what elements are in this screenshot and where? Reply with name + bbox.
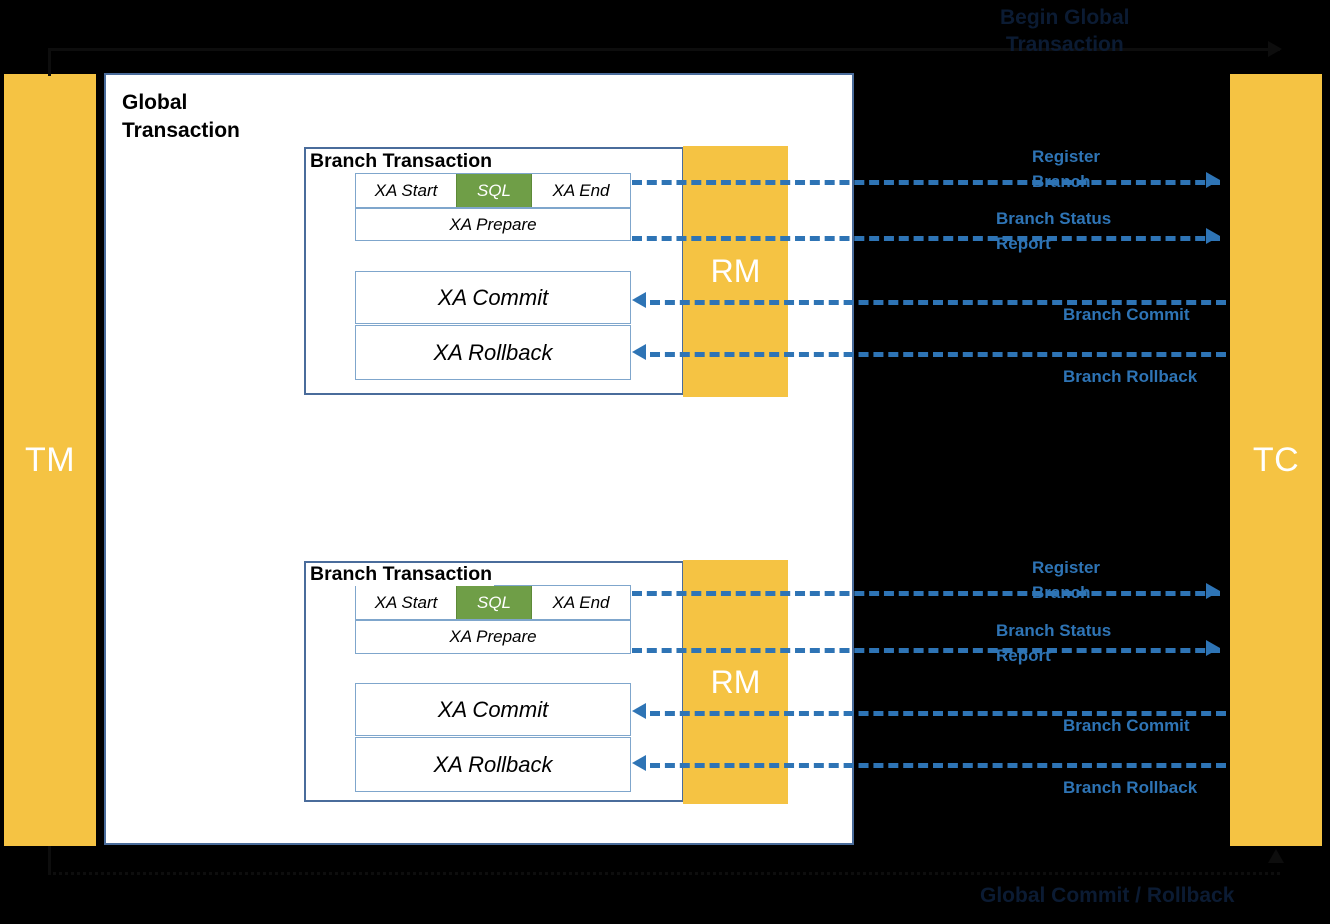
branch-2-xa-ops-row: XA Start SQL XA End [355,585,631,620]
branch-1-xa-prepare: XA Prepare [355,208,631,241]
message-arrow-branch-commit-1 [632,292,646,308]
branch-1-xa-ops-row: XA Start SQL XA End [355,173,631,208]
branch-2-xa-rollback: XA Rollback [355,737,631,792]
global-end-line [48,872,1280,875]
message-label-branch-commit-1: Branch Commit [1063,305,1190,324]
branch-1-xa-end: XA End [532,174,630,207]
global-end-arrowhead [1268,849,1284,863]
branch-2-xa-commit: XA Commit [355,683,631,736]
branch-1-xa-commit: XA Commit [355,271,631,324]
message-label-branch-commit-2: Branch Commit [1063,716,1190,735]
participant-tc: TC [1230,74,1322,846]
message-arrow-branch-rollback-1 [632,344,646,360]
branch-2-xa-end: XA End [532,586,630,619]
message-arrow-branch-status-report-2 [1206,640,1220,656]
message-line-branch-rollback-1 [650,352,1226,357]
message-label-register-branch-1: Register Branch [1032,147,1101,191]
participant-tm: TM [4,74,96,846]
message-label-branch-rollback-1: Branch Rollback [1063,367,1198,386]
message-line-branch-commit-1 [650,300,1226,305]
resource-manager-2-label: RM [710,663,761,700]
message-label-branch-status-report-2: Branch Status Report [996,621,1112,665]
global-begin-line [48,48,1280,51]
global-end-label: Global Commit / Rollback [980,884,1235,907]
participant-tc-label: TC [1252,440,1300,479]
message-line-register-branch-1 [632,180,1220,185]
tm-bottom-connector [48,846,51,874]
branch-1-xa-rollback: XA Rollback [355,325,631,380]
message-label-branch-rollback-2: Branch Rollback [1063,778,1198,797]
branch-1-xa-start: XA Start [356,174,456,207]
message-line-branch-status-report-2 [632,648,1220,653]
message-arrow-register-branch-2 [1206,583,1220,599]
global-begin-label: Begin Global Transaction [1000,6,1130,57]
message-line-branch-commit-2 [650,711,1226,716]
message-arrow-branch-rollback-2 [632,755,646,771]
message-label-branch-status-report-1: Branch Status Report [996,209,1112,253]
message-label-register-branch-2: Register Branch [1032,558,1101,602]
global-transaction-label: Global Transaction [122,91,240,143]
message-arrow-register-branch-1 [1206,172,1220,188]
global-begin-arrowhead [1268,41,1282,57]
message-arrow-branch-status-report-1 [1206,228,1220,244]
message-line-branch-rollback-2 [650,763,1226,768]
branch-transaction-2-title: Branch Transaction [308,563,495,586]
participant-tm-label: TM [24,440,76,479]
branch-2-xa-start: XA Start [356,586,456,619]
branch-1-sql: SQL [456,174,532,207]
branch-2-sql: SQL [456,586,532,619]
message-arrow-branch-commit-2 [632,703,646,719]
message-line-branch-status-report-1 [632,236,1220,241]
tm-top-connector [48,48,51,76]
branch-transaction-1-title: Branch Transaction [308,150,495,173]
message-line-register-branch-2 [632,591,1220,596]
resource-manager-1-label: RM [710,253,761,289]
branch-2-xa-prepare: XA Prepare [355,620,631,654]
